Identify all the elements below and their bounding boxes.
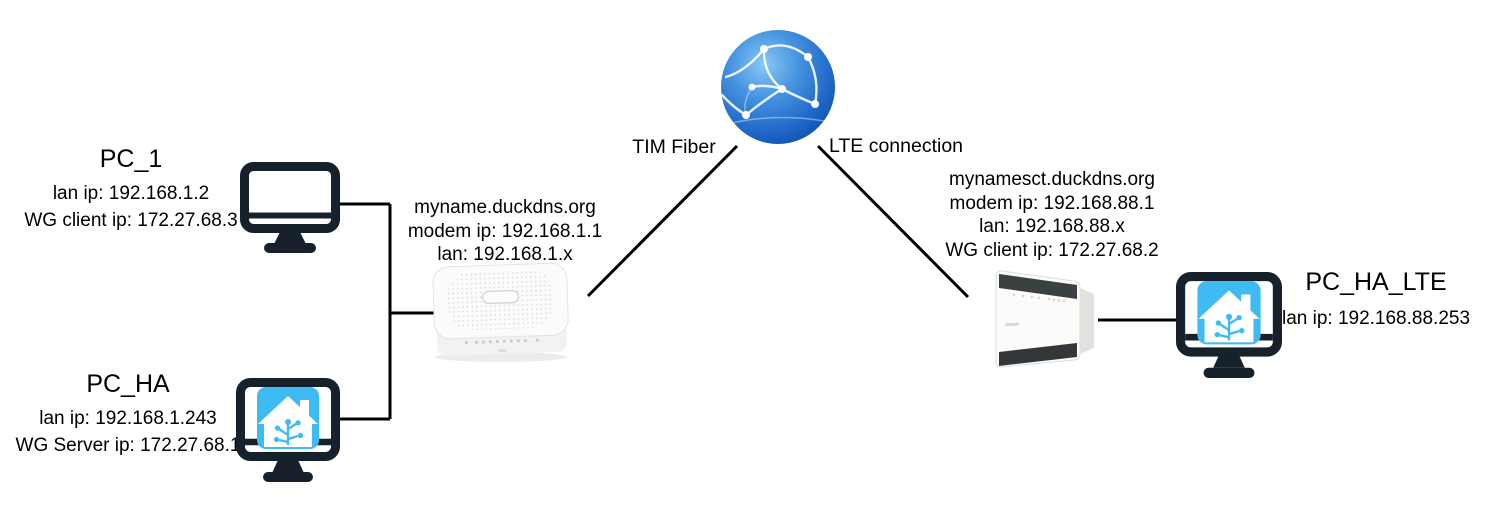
pc-ha-lte-lan-ip: lan ip: 192.168.88.253 [1281,308,1471,329]
home-assistant-logo [257,387,319,449]
pc-ha-title: PC_HA [86,370,170,398]
pc1-monitor-icon [240,162,340,253]
router-led-row [1012,293,1066,303]
lte-modem-ddns: mynamesct.duckdns.org [949,169,1155,190]
fiber-modem-label: myname.duckdns.org modem ip: 192.168.1.1… [389,196,621,267]
pc1-lan-ip: lan ip: 192.168.1.2 [52,183,210,204]
pc1-wg-ip: WG client ip: 172.27.68.3 [24,210,238,231]
pc-ha-lte-label: PC_HA_LTE lan ip: 192.168.88.253 [1256,267,1488,332]
fiber-modem-ddns: myname.duckdns.org [414,197,596,218]
pc1-title: PC_1 [99,145,163,173]
fiber-modem-ip: modem ip: 192.168.1.1 [407,220,603,242]
fiber-modem-device-icon [432,262,569,362]
pc-ha-label: PC_HA lan ip: 192.168.1.243 WG Server ip… [8,369,248,459]
pc-ha-lan-ip: lan ip: 192.168.1.243 [39,408,217,429]
lte-modem-lan: lan: 192.168.88.x [979,216,1125,237]
lte-modem-ip: modem ip: 192.168.88.1 [949,192,1155,214]
pc-ha-monitor-icon [236,378,340,482]
modem-led-strip [464,338,539,345]
router-top-vent [999,274,1077,299]
lte-router-device-icon [995,270,1094,368]
pc-ha-lte-monitor-icon [1176,272,1282,378]
pc-ha-wg-ip: WG Server ip: 172.27.68.1 [15,435,241,456]
fiber-link-label: TIM Fiber [632,136,716,158]
fiber-modem-lan: lan: 192.168.1.x [437,244,573,265]
lte-modem-label: mynamesct.duckdns.org modem ip: 192.168.… [928,168,1176,262]
internet-globe-icon [721,30,835,144]
pc1-label: PC_1 lan ip: 192.168.1.2 WG client ip: 1… [16,144,246,234]
pc-ha-lte-title: PC_HA_LTE [1305,268,1447,296]
router-bottom-vent [999,343,1077,366]
lte-modem-wg-ip: WG client ip: 172.27.68.2 [945,239,1159,261]
lte-link-label: LTE connection [828,135,964,157]
home-assistant-logo [1197,281,1261,345]
globe-network-nodes [742,45,819,119]
